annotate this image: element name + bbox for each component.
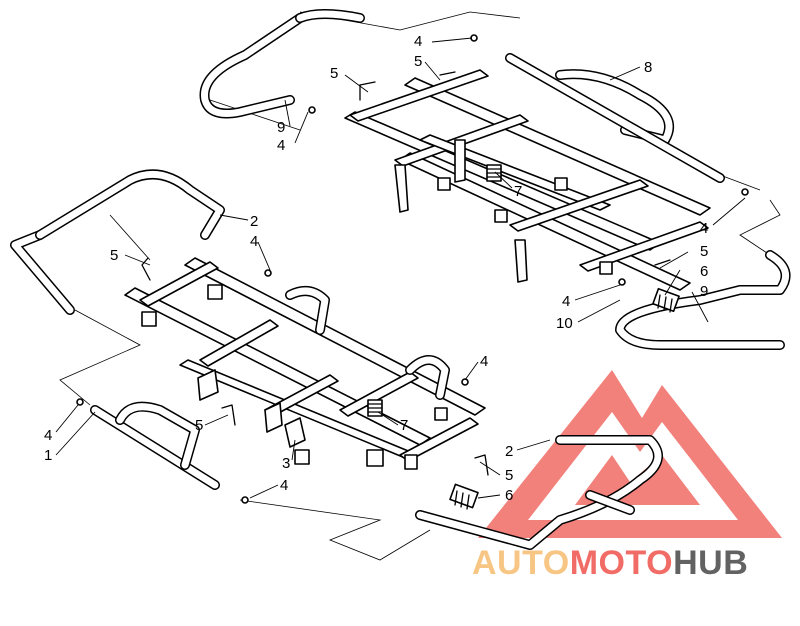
callout-6: 6 (700, 263, 708, 280)
callout-9: 9 (277, 119, 285, 136)
callout-1: 1 (44, 447, 52, 464)
callout-5: 5 (414, 53, 422, 70)
callout-5: 5 (330, 65, 338, 82)
callout-4: 4 (700, 220, 708, 237)
watermark-word-hub: HUB (673, 544, 748, 582)
callout-4: 4 (277, 137, 285, 154)
callout-5: 5 (700, 243, 708, 260)
callout-6: 6 (505, 487, 513, 504)
callout-8: 8 (644, 59, 652, 76)
callout-2: 2 (250, 213, 258, 230)
callout-4: 4 (44, 427, 52, 444)
front-rack-assembly (10, 169, 663, 550)
callout-7: 7 (400, 417, 408, 434)
callout-4: 4 (562, 293, 570, 310)
callout-4: 4 (414, 33, 422, 50)
callout-7: 7 (514, 183, 522, 200)
watermark-word-auto: AUTO (472, 544, 570, 582)
watermark-text: AUTOMOTOHUB (472, 544, 748, 582)
callout-5: 5 (195, 417, 203, 434)
callout-10: 10 (556, 315, 573, 332)
svg-text:AUTOMOTOHUB: AUTOMOTOHUB (472, 544, 748, 582)
callout-5: 5 (505, 467, 513, 484)
callout-4: 4 (480, 353, 488, 370)
callout-labels: 4 5 8 5 9 4 7 2 4 5 4 5 6 9 4 10 4 5 7 2… (44, 33, 708, 504)
callout-5: 5 (110, 247, 118, 264)
callout-4: 4 (280, 477, 288, 494)
callout-2: 2 (505, 443, 513, 460)
callout-9: 9 (700, 283, 708, 300)
watermark-word-moto: MOTO (570, 544, 673, 582)
callout-leader-lines (55, 37, 746, 499)
rear-rack-assembly (199, 9, 791, 350)
callout-4: 4 (250, 233, 258, 250)
callout-3: 3 (282, 455, 290, 472)
